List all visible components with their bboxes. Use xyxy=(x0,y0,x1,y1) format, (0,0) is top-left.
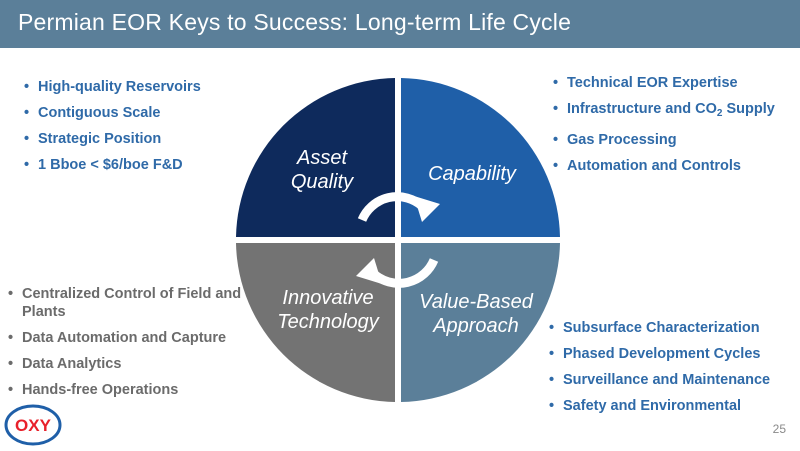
list-item: Subsurface Characterization xyxy=(549,319,799,337)
quadrant-innovative-technology xyxy=(236,243,395,402)
list-item-text: Supply xyxy=(722,101,775,117)
label-line: Value-Based xyxy=(419,291,533,313)
innovative-technology-label: Innovative Technology xyxy=(266,286,390,334)
arrow-heads xyxy=(356,196,440,284)
asset-quality-label: Asset Quality xyxy=(272,146,372,194)
capability-label: Capability xyxy=(412,162,532,186)
list-item: Centralized Control of Field and Plants xyxy=(8,285,253,321)
label-line: Technology xyxy=(277,311,379,333)
list-item: Surveillance and Maintenance xyxy=(549,371,799,389)
list-item: Hands-free Operations xyxy=(8,381,253,399)
label-line: Capability xyxy=(428,163,516,185)
innovative-technology-list: Centralized Control of Field and Plants … xyxy=(8,285,253,407)
list-item: Contiguous Scale xyxy=(24,104,234,122)
quadrant-asset-quality xyxy=(236,78,395,237)
label-line: Asset xyxy=(296,147,348,169)
oxy-logo: OXY xyxy=(4,404,62,451)
list-item: Strategic Position xyxy=(24,130,234,148)
list-item: Infrastructure and CO2 Supply xyxy=(553,100,798,123)
capability-list: Technical EOR Expertise Infrastructure a… xyxy=(553,74,798,183)
value-based-list: Subsurface Characterization Phased Devel… xyxy=(549,319,799,423)
subscript: 2 xyxy=(716,108,723,119)
list-item: 1 Bboe < $6/boe F&D xyxy=(24,156,234,174)
list-item: Phased Development Cycles xyxy=(549,345,799,363)
label-line: Innovative xyxy=(282,287,374,309)
life-cycle-wheel: Asset Quality Capability Innovative Tech… xyxy=(236,78,560,402)
title-bar: Permian EOR Keys to Success: Long-term L… xyxy=(0,0,800,48)
slide-title: Permian EOR Keys to Success: Long-term L… xyxy=(18,9,572,35)
list-item-text: Infrastructure and CO xyxy=(567,101,717,117)
oxy-logo-icon: OXY xyxy=(4,404,62,446)
page-number: 25 xyxy=(772,422,786,436)
list-item: Automation and Controls xyxy=(553,157,798,175)
value-based-label: Value-Based Approach xyxy=(406,290,546,338)
list-item: Data Analytics xyxy=(8,355,253,373)
list-item: Data Automation and Capture xyxy=(8,329,253,347)
label-line: Approach xyxy=(433,315,519,337)
asset-quality-list: High-quality Reservoirs Contiguous Scale… xyxy=(24,78,234,182)
logo-text: OXY xyxy=(15,416,52,435)
list-item: High-quality Reservoirs xyxy=(24,78,234,96)
cycle-arrows xyxy=(357,192,439,288)
list-item: Gas Processing xyxy=(553,131,798,149)
list-item: Technical EOR Expertise xyxy=(553,74,798,92)
quadrant-capability xyxy=(401,78,560,237)
quadrant-value-based xyxy=(401,243,560,402)
label-line: Quality xyxy=(290,171,354,193)
wheel-graphic xyxy=(236,78,560,402)
list-item: Safety and Environmental xyxy=(549,397,799,415)
